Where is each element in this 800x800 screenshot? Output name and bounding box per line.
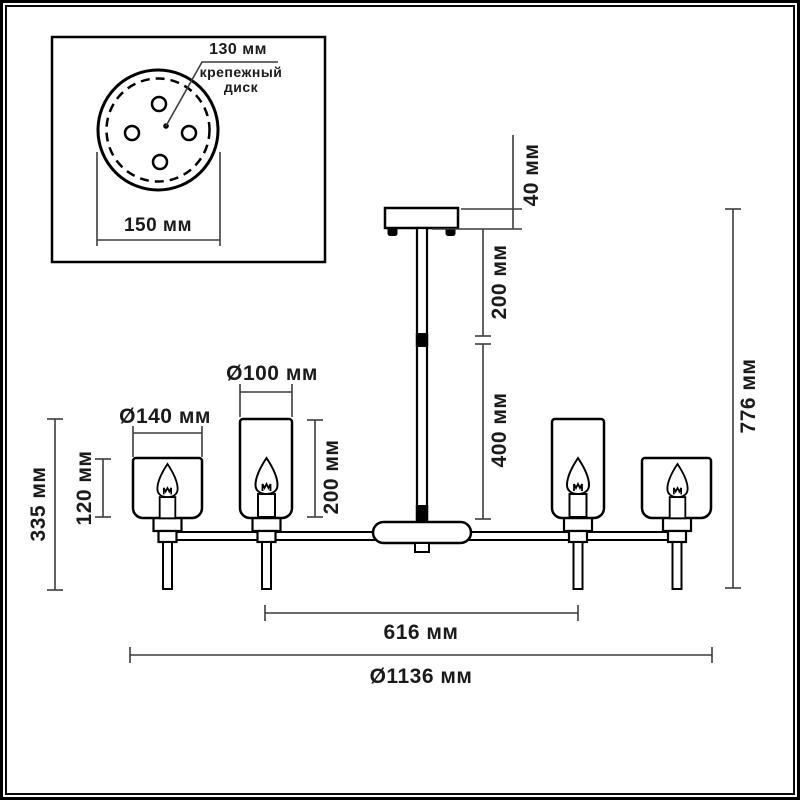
narrow-shade-height-label: 200 мм — [320, 439, 343, 515]
mounting-disk-label: крепежный диск — [200, 65, 283, 95]
wide-shade-diameter-label: Ø140 мм — [119, 405, 211, 428]
canopy-foot — [387, 227, 398, 236]
ceiling-canopy — [383, 206, 460, 230]
lower-rod-length-label: 400 мм — [488, 392, 511, 468]
upper-rod-length-label: 200 мм — [488, 244, 511, 320]
lamp-drop-rods — [162, 541, 683, 590]
central-rod — [415, 226, 429, 526]
overall-diameter-label: Ø1136 мм — [369, 665, 473, 688]
plate-diameter-label: 150 мм — [123, 215, 193, 236]
chandelier-side-view — [131, 206, 713, 590]
central-body — [371, 520, 473, 545]
mounting-plate-inset — [50, 35, 327, 264]
dimension-lines — [47, 135, 741, 663]
arm-assembly-height-label: 335 мм — [27, 466, 50, 542]
plate-outline — [96, 68, 220, 192]
screw-hole — [150, 95, 168, 113]
screw-hole — [180, 124, 198, 142]
overall-height-label: 776 мм — [737, 358, 760, 434]
mounting-disk-dashed-circle — [105, 77, 211, 183]
disk-diameter-label: 130 мм — [209, 41, 267, 58]
plate-diameter-dimension — [96, 152, 221, 246]
narrow-shade-diameter-label: Ø100 мм — [226, 362, 318, 385]
rod-joint — [415, 333, 429, 347]
central-body-tab — [414, 542, 430, 553]
mounting-disk-label-line1: крепежный — [199, 64, 283, 80]
leader-line — [165, 61, 278, 127]
screw-hole — [151, 153, 169, 171]
rod-joint — [415, 505, 429, 523]
canopy-height-label: 40 мм — [520, 143, 543, 207]
inner-arm-span-label: 616 мм — [383, 621, 459, 644]
screw-hole — [123, 124, 141, 142]
wide-shade-height-label: 120 мм — [73, 450, 96, 526]
mounting-disk-label-line2: диск — [223, 79, 259, 95]
